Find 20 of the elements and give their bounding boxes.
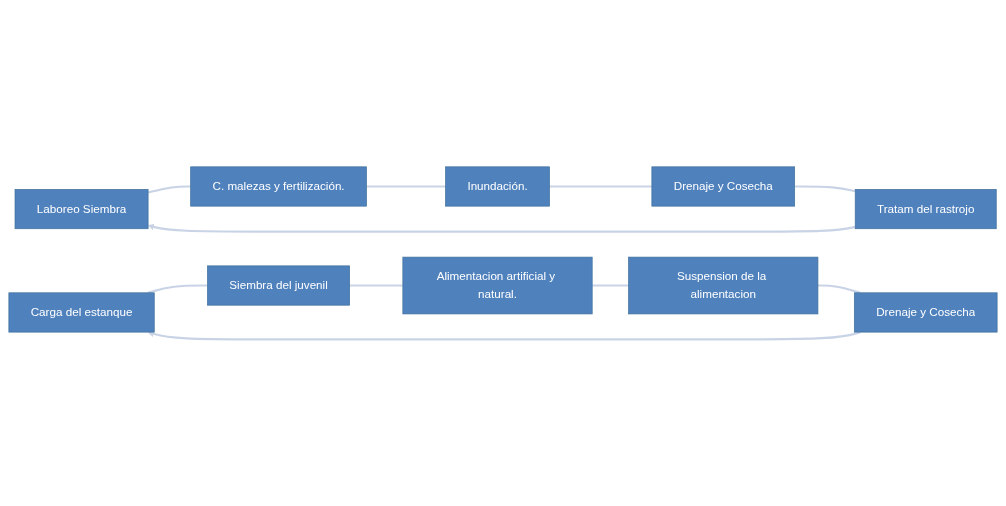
connector <box>147 284 208 294</box>
connector <box>366 185 446 188</box>
node-box: Inundación. <box>445 166 550 207</box>
node-box: Siembra del juvenil <box>207 265 350 306</box>
connector <box>549 185 652 188</box>
arrow <box>147 223 856 233</box>
node-box: Drenaje y Cosecha <box>853 292 998 333</box>
node-box: Suspension de la alimentacion <box>628 256 819 315</box>
connector <box>592 284 629 287</box>
node-box: Drenaje y Cosecha <box>651 166 795 207</box>
node-box: Laboreo Siembra <box>14 188 149 229</box>
connector <box>817 284 861 294</box>
node-box: Carga del estanque <box>8 292 155 333</box>
arrow <box>147 330 861 341</box>
node-box: Alimentacion artificial y natural. <box>402 256 593 315</box>
node-box: C. malezas y fertilización. <box>190 166 367 207</box>
node-box: Tratam del rastrojo <box>854 188 997 229</box>
connector <box>349 284 403 287</box>
connector <box>147 185 191 194</box>
connector <box>794 185 856 193</box>
